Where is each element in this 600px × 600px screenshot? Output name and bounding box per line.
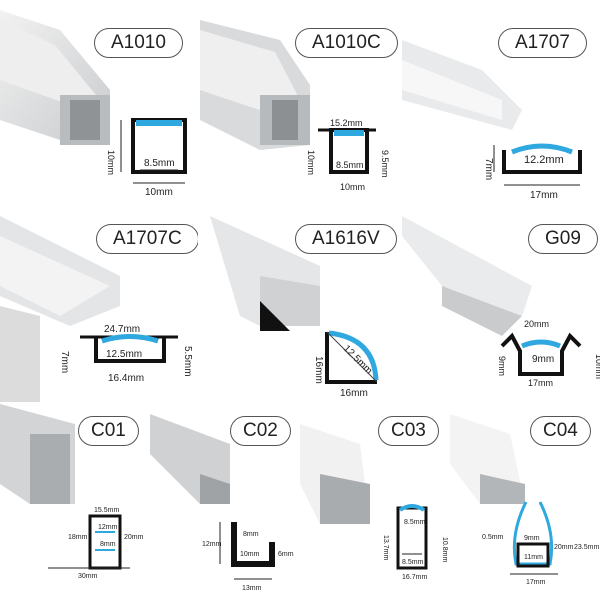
profile-diagram: 20mm 9mm 9mm 17mm 10mm bbox=[497, 319, 600, 388]
height-dimension: 7mm bbox=[483, 158, 494, 180]
left-dimension: 13.7mm bbox=[382, 535, 389, 560]
product-photo bbox=[402, 206, 600, 402]
left-dimension: 0.5mm bbox=[482, 534, 504, 541]
left-dimension: 9mm bbox=[497, 356, 507, 376]
product-photo bbox=[200, 0, 400, 204]
width-dimension: 16.7mm bbox=[402, 574, 427, 581]
product-label: C03 bbox=[378, 416, 439, 446]
product-photo bbox=[300, 404, 448, 600]
inner-dimension: 10mm bbox=[240, 551, 260, 558]
profile-diagram: 8mm 12mm 10mm 6mm 13mm bbox=[202, 522, 294, 592]
product-label: A1616V bbox=[295, 224, 397, 254]
profile-diagram: 16mm 12.5mm 16mm bbox=[313, 330, 379, 399]
product-cell-c01: C01 15.5mm 12mm 8mm 18mm 20mm 30mm bbox=[0, 404, 148, 600]
side-dimension: 5.5mm bbox=[182, 346, 193, 377]
height-dimension: 16mm bbox=[313, 356, 324, 384]
left-dimension: 18mm bbox=[68, 534, 88, 541]
width-dimension: 10mm bbox=[145, 187, 173, 198]
width-dimension: 10mm bbox=[340, 182, 365, 192]
product-cell-a1010c: A1010C 15.2mm 10mm 8.5mm 10mm 9.5mm bbox=[200, 0, 400, 204]
product-cell-a1707c: A1707C 24.7mm 7mm 12.5mm 16.4mm 5.5mm bbox=[0, 206, 198, 402]
profile-diagram: 15.5mm 12mm 8mm 18mm 20mm 30mm bbox=[48, 507, 144, 580]
product-photo bbox=[402, 0, 600, 204]
width-dimension: 16mm bbox=[340, 388, 368, 399]
product-cell-g09: G09 20mm 9mm 9mm 17mm 10mm bbox=[402, 206, 600, 402]
inner-dimension: 9mm bbox=[532, 354, 554, 365]
left-dimension: 12mm bbox=[202, 541, 222, 548]
top-dimension: 8.5mm bbox=[404, 519, 426, 526]
top-dimension: 15.2mm bbox=[330, 118, 363, 128]
width-dimension: 13mm bbox=[242, 585, 262, 592]
right-dimension: 10mm bbox=[594, 354, 600, 379]
top-dimension: 24.7mm bbox=[104, 324, 140, 335]
product-label: C01 bbox=[78, 416, 139, 446]
product-cell-c02: C02 8mm 12mm 10mm 6mm 13mm bbox=[150, 404, 298, 600]
product-cell-a1010: A1010 10mm 8.5mm 10mm bbox=[0, 0, 198, 204]
product-label: C02 bbox=[230, 416, 291, 446]
inner-dimension: 8.5mm bbox=[144, 158, 175, 169]
right-dimension: 6mm bbox=[278, 551, 294, 558]
height-dimension: 7mm bbox=[59, 351, 70, 373]
width-dimension: 17mm bbox=[528, 378, 553, 388]
inner-dimension: 8.5mm bbox=[402, 559, 424, 566]
inner-dimension: 11mm bbox=[524, 554, 543, 561]
top-dimension: 8mm bbox=[243, 531, 259, 538]
product-label: A1010C bbox=[295, 28, 398, 58]
inner-dimension: 8.5mm bbox=[336, 160, 364, 170]
height-dimension: 10mm bbox=[106, 150, 116, 175]
product-photo bbox=[0, 0, 198, 204]
product-cell-c04: C04 9mm 0.5mm 11mm 20mm 23.5mm 17mm bbox=[450, 404, 600, 600]
product-cell-c03: C03 8.5mm 13.7mm 8.5mm 10.8mm 16.7mm bbox=[300, 404, 448, 600]
product-photo bbox=[0, 404, 148, 600]
product-photo bbox=[200, 206, 400, 402]
right1-dimension: 20mm bbox=[554, 544, 574, 551]
product-cell-a1616v: A1616V 16mm 12.5mm 16mm bbox=[200, 206, 400, 402]
top-dimension: 15.5mm bbox=[94, 507, 119, 514]
product-label: G09 bbox=[528, 224, 598, 254]
profile-diagram: 10mm 8.5mm 10mm bbox=[106, 118, 187, 198]
profile-diagram: 24.7mm 7mm 12.5mm 16.4mm 5.5mm bbox=[59, 324, 193, 384]
right2-dimension: 23.5mm bbox=[574, 544, 599, 551]
inner-dimension: 12.2mm bbox=[524, 154, 564, 166]
product-cell-a1707: A1707 7mm 12.2mm 17mm bbox=[402, 0, 600, 204]
product-photo bbox=[0, 206, 198, 402]
inner2-dimension: 8mm bbox=[100, 541, 116, 548]
height-dimension: 10mm bbox=[306, 150, 316, 175]
profile-diagram: 8.5mm 13.7mm 8.5mm 10.8mm 16.7mm bbox=[382, 504, 448, 581]
profile-diagram: 7mm 12.2mm 17mm bbox=[483, 143, 582, 201]
right-dimension: 20mm bbox=[124, 534, 144, 541]
side-dimension: 9.5mm bbox=[380, 150, 390, 178]
profile-diagram: 9mm 0.5mm 11mm 20mm 23.5mm 17mm bbox=[482, 501, 599, 586]
inner-dimension: 12.5mm bbox=[106, 349, 142, 360]
top-dimension: 20mm bbox=[524, 319, 549, 329]
profile-diagram: 15.2mm 10mm 8.5mm 10mm 9.5mm bbox=[306, 118, 390, 192]
width-dimension: 16.4mm bbox=[108, 373, 144, 384]
width-dimension: 30mm bbox=[78, 573, 98, 580]
width-dimension: 17mm bbox=[530, 190, 558, 201]
product-photo bbox=[450, 404, 600, 600]
top-dimension: 9mm bbox=[524, 535, 540, 542]
inner-dimension: 12mm bbox=[98, 524, 118, 531]
product-photo bbox=[150, 404, 298, 600]
product-label: A1707 bbox=[498, 28, 587, 58]
product-label: A1707C bbox=[96, 224, 198, 254]
product-label: C04 bbox=[530, 416, 591, 446]
product-label: A1010 bbox=[94, 28, 183, 58]
right-dimension: 10.8mm bbox=[441, 537, 448, 562]
width-dimension: 17mm bbox=[526, 579, 546, 586]
